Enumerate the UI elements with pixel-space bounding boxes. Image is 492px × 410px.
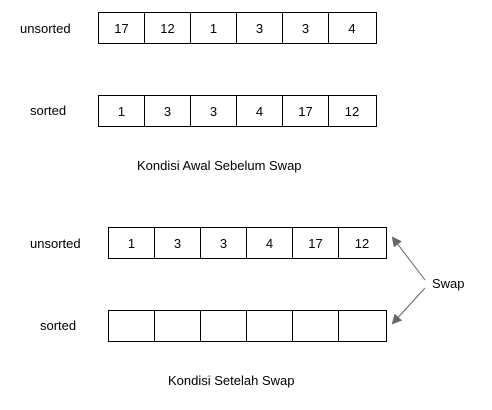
array-cell — [155, 311, 201, 341]
array-cell: 3 — [155, 228, 201, 258]
array-cell: 1 — [191, 13, 237, 43]
array-cell: 12 — [145, 13, 191, 43]
top-sorted-array: 1 3 3 4 17 12 — [98, 95, 377, 127]
array-cell: 17 — [99, 13, 145, 43]
array-cell: 3 — [283, 13, 329, 43]
array-cell: 4 — [348, 20, 356, 36]
array-cell — [109, 311, 155, 341]
array-cell: 3 — [237, 13, 283, 43]
top-unsorted-label: unsorted — [20, 21, 71, 36]
bottom-sorted-array — [108, 310, 387, 342]
bottom-unsorted-array: 1 3 3 4 17 12 — [108, 227, 387, 259]
top-caption: Kondisi Awal Sebelum Swap — [137, 158, 302, 173]
array-cell: 17 — [293, 228, 339, 258]
array-cell: 12 — [354, 235, 370, 251]
array-cell: 3 — [191, 96, 237, 126]
swap-arrow-down — [391, 287, 426, 325]
swap-label: Swap — [430, 276, 467, 292]
bottom-caption: Kondisi Setelah Swap — [168, 373, 295, 388]
top-unsorted-array: 17 12 1 3 3 4 — [98, 12, 377, 44]
array-cell: 4 — [237, 96, 283, 126]
array-cell — [293, 311, 339, 341]
top-sorted-label: sorted — [30, 103, 67, 118]
swap-arrow-up — [391, 236, 426, 281]
array-cell: 3 — [201, 228, 247, 258]
array-cell: 4 — [247, 228, 293, 258]
bottom-unsorted-label: unsorted — [30, 236, 81, 251]
array-cell: 3 — [145, 96, 191, 126]
bottom-sorted-label: sorted — [40, 318, 77, 333]
array-cell: 17 — [283, 96, 329, 126]
array-cell: 1 — [99, 96, 145, 126]
array-cell — [201, 311, 247, 341]
array-cell — [247, 311, 293, 341]
array-cell: 12 — [344, 103, 360, 119]
array-cell: 1 — [109, 228, 155, 258]
